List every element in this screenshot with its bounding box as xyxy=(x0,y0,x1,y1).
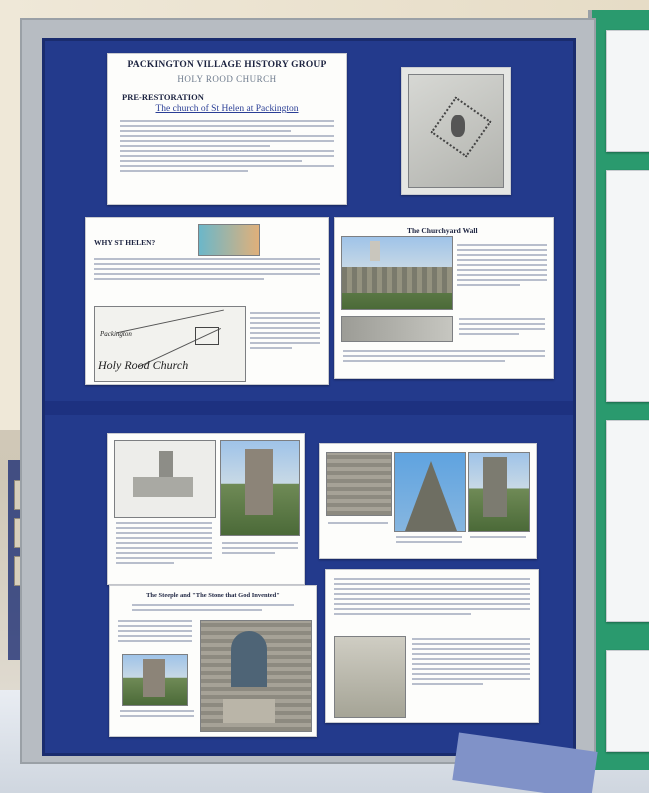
tower-photo-small xyxy=(122,654,188,706)
why-heading: WHY ST HELEN? xyxy=(94,238,156,247)
aerial-photo xyxy=(408,74,504,188)
churchyard-wall-sheet: The Churchyard Wall xyxy=(334,217,554,379)
st-helen-picture xyxy=(198,224,260,256)
map-label-top: Packington xyxy=(100,330,132,338)
church-drawing xyxy=(114,440,216,518)
doorway-photo xyxy=(200,620,312,732)
intro-heading: PRE-RESTORATION xyxy=(122,92,204,102)
spire-photo xyxy=(394,452,466,532)
board-subtitle: HOLY ROOD CHURCH xyxy=(177,74,277,84)
church-photos-sheet xyxy=(107,433,305,585)
stonework-photos-sheet xyxy=(319,443,537,559)
map-label-main: Holy Rood Church xyxy=(98,358,189,372)
why-st-helen-sheet: WHY ST HELEN? Packington Holy Rood Churc… xyxy=(85,217,329,385)
steeple-sheet: The Steeple and "The Stone that God Inve… xyxy=(109,585,317,737)
panel-divider xyxy=(45,401,573,415)
church-photo xyxy=(220,440,300,536)
inscription-photo xyxy=(341,316,453,342)
churchyard-wall-photo xyxy=(341,236,453,310)
board-title: PACKINGTON VILLAGE HISTORY GROUP xyxy=(127,60,327,70)
side-display-board xyxy=(588,10,649,770)
tower-detail-photo xyxy=(468,452,530,532)
stone-detail-sheet xyxy=(325,569,539,723)
village-map xyxy=(94,306,246,382)
display-board: PACKINGTON VILLAGE HISTORY GROUP HOLY RO… xyxy=(42,38,576,756)
stone-block-photo xyxy=(334,636,406,718)
steeple-heading: The Steeple and "The Stone that God Inve… xyxy=(146,592,280,599)
aerial-photo-sheet xyxy=(401,67,511,195)
intro-subheading: The church of St Helen at Packington xyxy=(155,104,299,114)
title-sheet: PACKINGTON VILLAGE HISTORY GROUP HOLY RO… xyxy=(107,53,347,205)
wall-heading: The Churchyard Wall xyxy=(407,226,478,235)
stone-photo-1 xyxy=(326,452,392,516)
